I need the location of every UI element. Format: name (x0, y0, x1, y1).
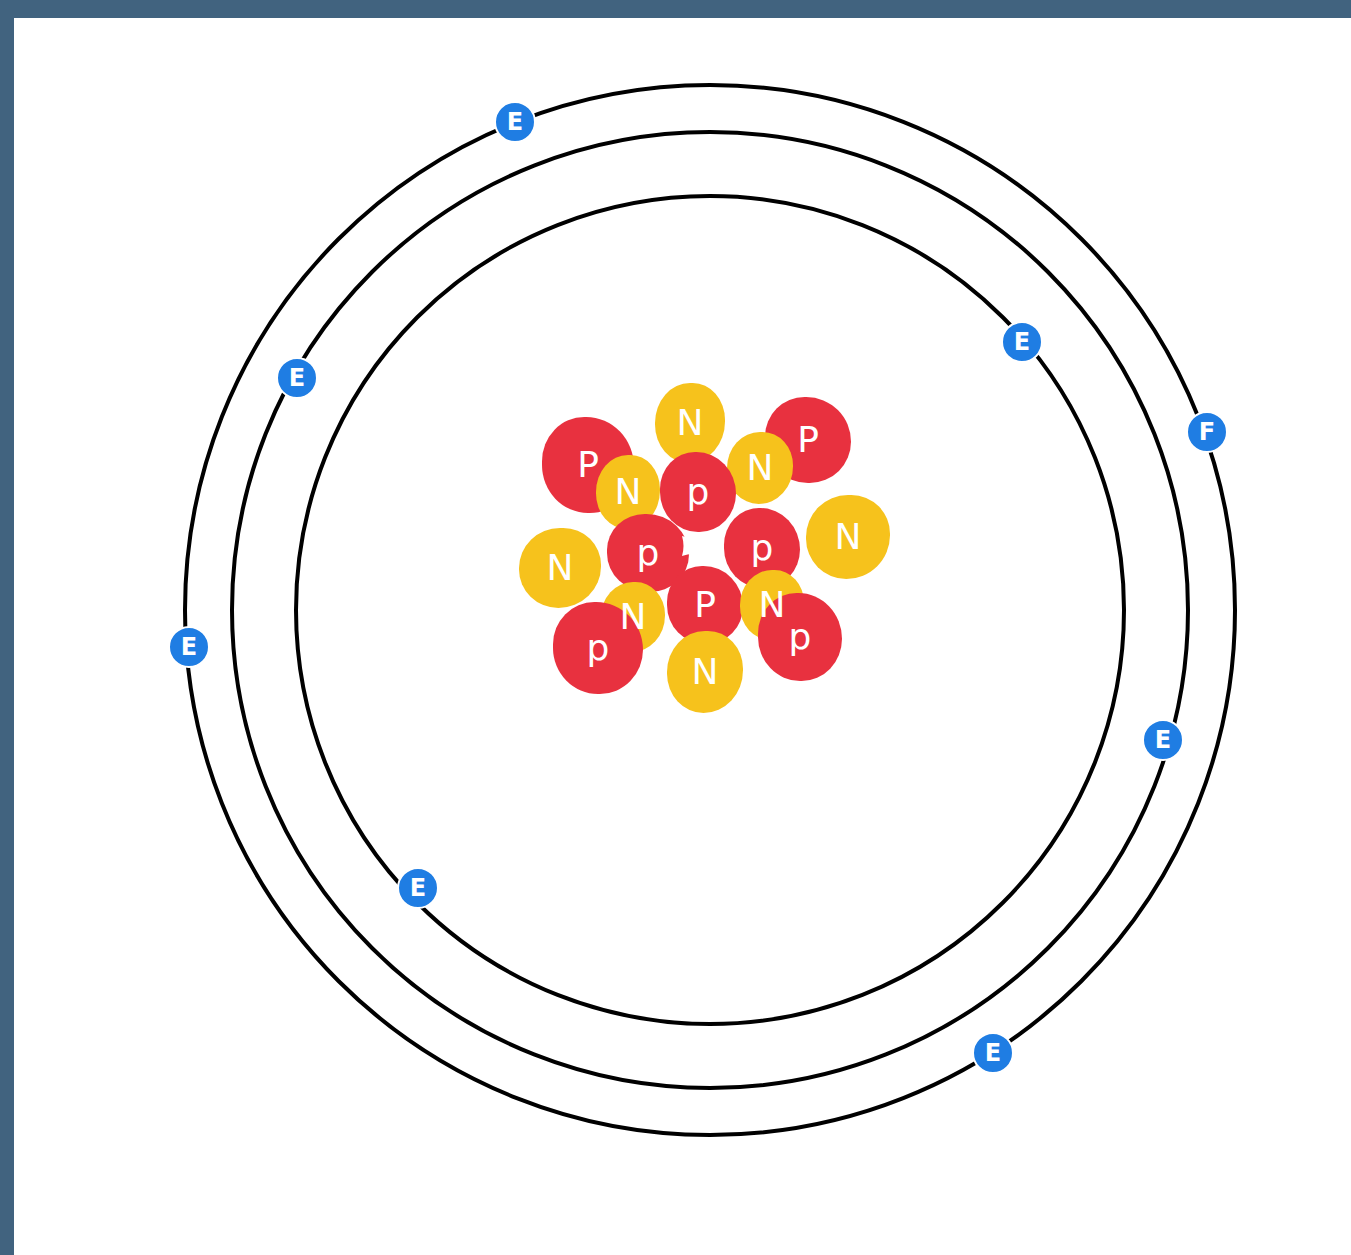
neutron-label: N (747, 450, 774, 486)
neutron-label: N (677, 405, 704, 441)
middle-shell (232, 132, 1188, 1088)
neutron-label: N (615, 474, 642, 510)
electron-particle: E (972, 1032, 1014, 1074)
neutron-label: N (692, 654, 719, 690)
proton-particle: p (660, 452, 736, 532)
electron-label: E (985, 1041, 1001, 1065)
neutron-particle: N (655, 383, 725, 463)
electron-label: E (289, 366, 305, 390)
electron-particle: E (397, 867, 439, 909)
proton-label: p (789, 619, 812, 655)
neutron-particle: N (519, 528, 601, 608)
proton-label: P (694, 587, 716, 623)
neutron-label: N (759, 587, 786, 623)
neutron-label: N (835, 519, 862, 555)
electron-particle: E (168, 626, 210, 668)
electron-particle: E (1001, 321, 1043, 363)
electron-label: E (1155, 728, 1171, 752)
electron-label: E (1014, 330, 1030, 354)
inner-shell (296, 196, 1124, 1024)
proton-label: p (637, 535, 660, 571)
electron-particle: F (1186, 411, 1228, 453)
electron-particle: E (276, 357, 318, 399)
neutron-label: N (547, 550, 574, 586)
electron-particle: E (494, 101, 536, 143)
nucleus-gap-mark (682, 536, 704, 556)
proton-label: P (577, 447, 599, 483)
electron-label: F (1199, 420, 1215, 444)
neutron-particle: N (806, 495, 890, 579)
electron-particle: E (1142, 719, 1184, 761)
outer-shell (185, 85, 1235, 1135)
electron-label: E (507, 110, 523, 134)
proton-label: p (751, 530, 774, 566)
neutron-particle: N (727, 432, 793, 504)
neutron-particle: N (667, 631, 743, 713)
proton-label: P (797, 422, 819, 458)
electron-label: E (410, 876, 426, 900)
proton-label: p (587, 630, 610, 666)
neutron-label: N (620, 599, 647, 635)
proton-label: p (687, 474, 710, 510)
electron-label: E (181, 635, 197, 659)
